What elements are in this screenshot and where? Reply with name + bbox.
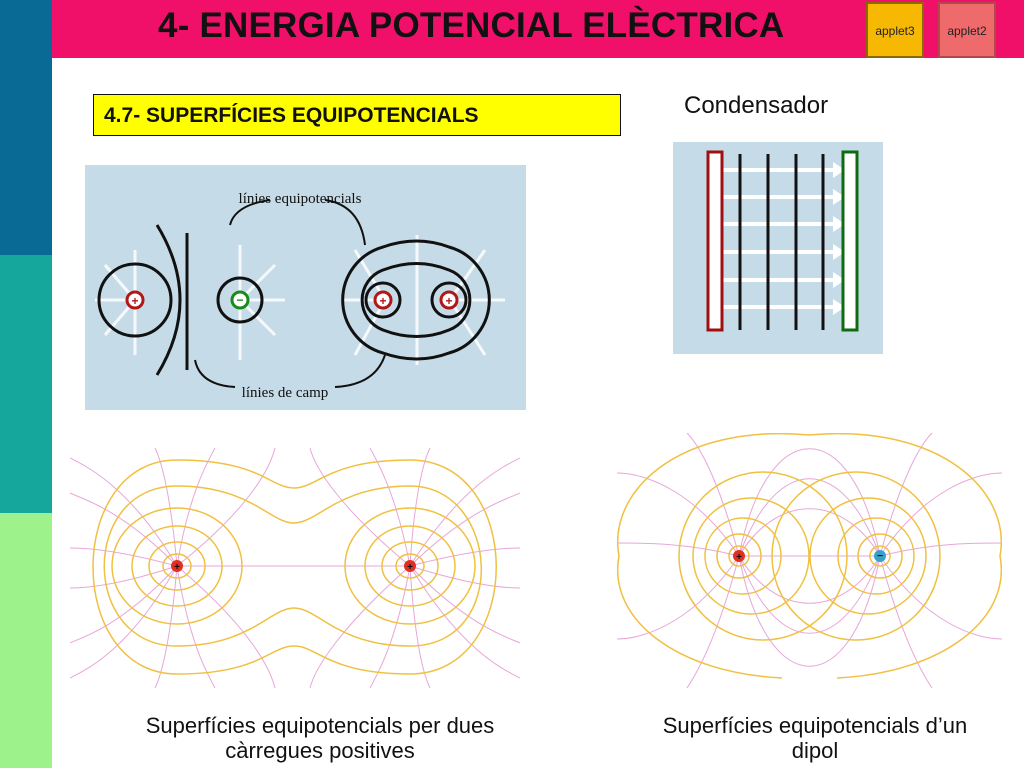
svg-text:−: − [877,551,883,562]
applet2-button[interactable]: applet2 [938,2,996,58]
caption-right-line2: dipol [791,738,839,763]
page-title: 4- ENERGIA POTENCIAL ELÈCTRICA [158,6,785,45]
svg-text:+: + [131,294,138,308]
capacitor-figure [673,142,883,354]
two-positive-charges-plot: + + [70,448,520,688]
caption-two-positive-charges: Superfícies equipotencials per dues càrr… [90,713,550,763]
textbook-equipotential-figure: + − + + línies equipotencials línies de … [85,165,526,410]
caption-left-line2: càrregues positives [225,738,415,763]
section-subtitle: 4.7- SUPERFÍCIES EQUIPOTENCIALS [93,94,621,136]
svg-text:−: − [236,293,243,307]
svg-text:+: + [379,294,386,308]
equipotential-lines-label: línies equipotencials [239,191,362,207]
svg-text:+: + [407,562,413,573]
applet3-button[interactable]: applet3 [866,2,924,58]
sidebar-stripe-blue [0,0,52,255]
svg-text:+: + [445,294,452,308]
field-lines-label: línies de camp [242,385,329,401]
sidebar-stripe-green [0,513,52,768]
caption-right-line1: Superfícies equipotencials d’un [662,713,968,738]
svg-text:+: + [736,552,742,563]
svg-text:+: + [174,562,180,573]
dipole-plot: + − [617,433,1002,688]
caption-left-line1: Superfícies equipotencials per dues [145,713,495,738]
title-bar [52,0,1024,58]
caption-dipole: Superfícies equipotencials d’un dipol [630,713,1000,763]
sidebar-stripe-teal [0,255,52,513]
capacitor-label: Condensador [684,92,829,119]
